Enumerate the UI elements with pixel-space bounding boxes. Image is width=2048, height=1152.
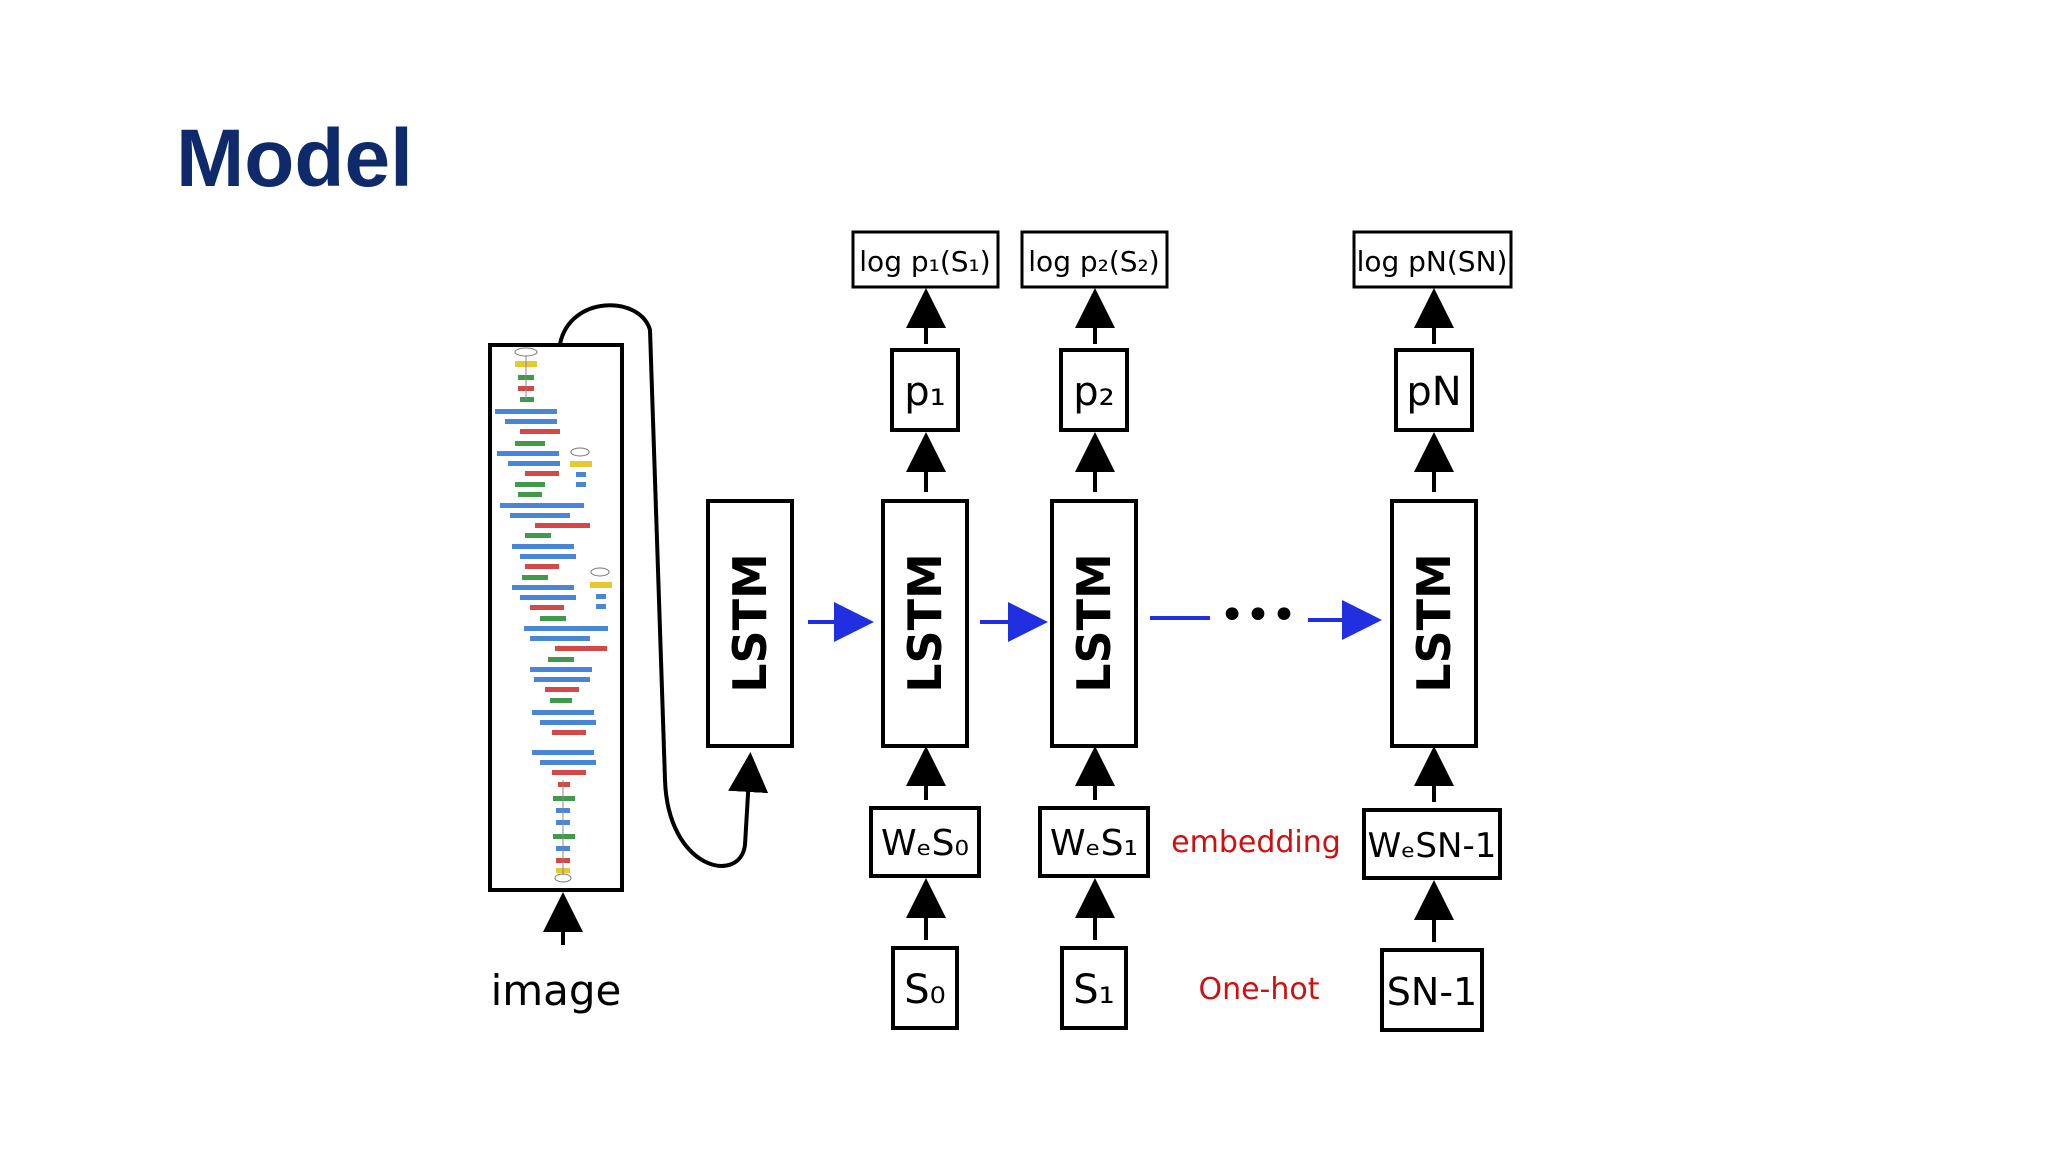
embedding-box-0: WₑS₀	[869, 806, 981, 878]
lstm-cell-2: LSTM	[1050, 499, 1138, 748]
prob-label: p₂	[1073, 369, 1114, 415]
prob-box-1: p₁	[890, 348, 960, 432]
image-label: image	[491, 966, 622, 1015]
word-label: S₀	[904, 967, 945, 1013]
word-label: S₁	[1073, 967, 1114, 1013]
output-log-prob-n: log pN(SN)	[1352, 230, 1513, 289]
lstm-label: LSTM	[1067, 553, 1121, 693]
one-hot-annotation: One-hot	[1198, 972, 1319, 1007]
embedding-annotation: embedding	[1171, 825, 1341, 860]
output-log-prob-label: log pN(SN)	[1357, 245, 1508, 278]
embedding-label: WₑSN-1	[1368, 826, 1497, 866]
embedding-box-n: WₑSN-1	[1362, 808, 1502, 880]
output-log-prob-2: log p₂(S₂)	[1020, 230, 1169, 289]
word-box-0: S₀	[891, 946, 959, 1030]
lstm-label: LSTM	[898, 553, 952, 693]
output-log-prob-label: log p₁(S₁)	[859, 245, 990, 278]
output-log-prob-1: log p₁(S₁)	[851, 230, 1000, 289]
cnn-network	[488, 343, 624, 892]
prob-label: p₁	[904, 369, 945, 415]
embedding-box-1: WₑS₁	[1038, 806, 1150, 878]
word-label: SN-1	[1387, 970, 1477, 1014]
cnn-layers-illustration	[495, 347, 612, 883]
cnn-to-lstm-connector	[558, 303, 769, 868]
output-log-prob-label: log p₂(S₂)	[1028, 245, 1159, 278]
embedding-label: WₑS₁	[1050, 823, 1138, 864]
prob-box-n: pN	[1394, 348, 1474, 432]
word-box-n: SN-1	[1380, 948, 1484, 1032]
ellipsis: •••	[1219, 590, 1297, 641]
lstm-cell-1: LSTM	[881, 499, 969, 748]
lstm-label: LSTM	[723, 553, 777, 693]
lstm-cell-n: LSTM	[1390, 499, 1478, 748]
slide-title: Model	[176, 113, 413, 204]
embedding-label: WₑS₀	[881, 823, 969, 864]
prob-box-2: p₂	[1059, 348, 1129, 432]
prob-label: pN	[1406, 369, 1461, 415]
word-box-1: S₁	[1060, 946, 1128, 1030]
lstm-cell-init: LSTM	[706, 499, 794, 748]
lstm-label: LSTM	[1407, 553, 1461, 693]
